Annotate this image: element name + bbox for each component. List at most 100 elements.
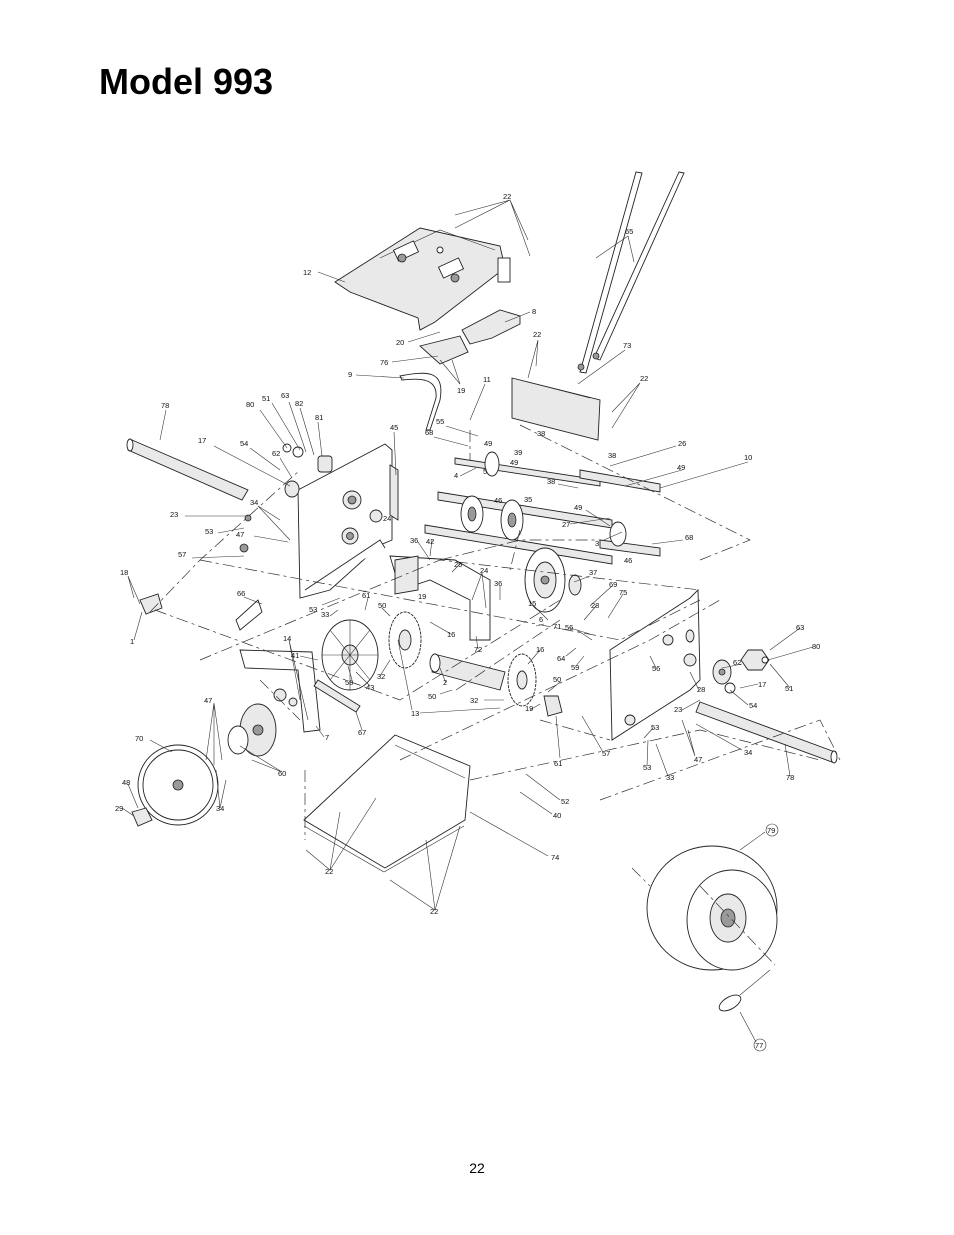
callout-c70: 70 [135, 734, 143, 743]
callout-c59: 59 [571, 663, 579, 672]
callout-c57b: 57 [602, 749, 610, 758]
callout-c38c: 38 [547, 477, 555, 486]
rim-70 [137, 744, 219, 826]
callout-c22e: 22 [430, 907, 438, 916]
rod-9 [399, 372, 442, 431]
callout-c49a: 49 [484, 439, 492, 448]
callout-c28a: 28 [591, 601, 599, 610]
washer-48 [131, 807, 153, 827]
assembly-guide-lines [149, 424, 841, 840]
handle-rods [577, 171, 685, 374]
callout-c62a: 62 [272, 449, 280, 458]
callout-c77: 77 [755, 1041, 763, 1050]
callout-c54a: 54 [240, 439, 248, 448]
callout-c53b: 53 [309, 605, 317, 614]
callout-c13: 13 [411, 709, 419, 718]
callout-c34a: 34 [250, 498, 258, 507]
callout-c14: 14 [283, 634, 291, 643]
callout-c80a: 80 [246, 400, 254, 409]
callout-c6: 6 [539, 615, 543, 624]
callout-c63b: 63 [796, 623, 804, 632]
callout-c63a: 63 [281, 391, 289, 400]
callout-c51a: 51 [262, 394, 270, 403]
callout-c17b: 17 [758, 680, 766, 689]
callout-c79: 79 [767, 826, 775, 835]
leader-lines [121, 199, 814, 1043]
shaft-2 [429, 653, 506, 691]
callout-c23a: 23 [170, 510, 178, 519]
callout-c22c: 22 [640, 374, 648, 383]
callout-c68b: 68 [685, 533, 693, 542]
callout-c76: 76 [380, 358, 388, 367]
callout-c61a: 61 [362, 591, 370, 600]
callout-c8: 8 [532, 307, 536, 316]
callout-c25: 25 [454, 560, 462, 569]
callout-c50c: 50 [553, 675, 561, 684]
callout-c57a: 57 [178, 550, 186, 559]
callout-c71: 71 [553, 622, 561, 631]
callout-c29: 29 [115, 804, 123, 813]
callout-c40: 40 [553, 811, 561, 820]
callout-c46a: 46 [494, 496, 502, 505]
shift-plate-73 [511, 377, 601, 441]
circled-callouts: 79 77 [753, 823, 779, 1052]
callout-c37: 37 [589, 568, 597, 577]
callout-c81: 81 [315, 413, 323, 422]
callout-c53c: 53 [651, 723, 659, 732]
lower-left-plate [239, 649, 321, 733]
callout-c4: 4 [454, 471, 458, 480]
callout-c9: 9 [348, 370, 352, 379]
callout-c75: 75 [619, 588, 627, 597]
callout-c61b: 61 [554, 759, 562, 768]
wheel-hub-60 [227, 703, 277, 757]
callout-c47c: 47 [204, 696, 212, 705]
page-title: Model 993 [99, 61, 274, 102]
callout-c73: 73 [623, 341, 631, 350]
right-frame-plate [609, 588, 701, 741]
gear-32-left [388, 611, 422, 669]
callout-c16a: 16 [447, 630, 455, 639]
callout-c17a: 17 [198, 436, 206, 445]
sprockets [460, 451, 627, 613]
callout-c22d: 22 [325, 867, 333, 876]
center-frame [389, 555, 491, 641]
chute-74 [303, 734, 471, 873]
callout-c27: 27 [562, 520, 570, 529]
callout-c34c: 34 [216, 804, 224, 813]
callout-c22a: 22 [503, 192, 511, 201]
callout-numbers: 22 65 12 8 20 22 73 76 9 19 11 22 78 80 … [115, 192, 820, 916]
callout-c68a: 68 [425, 428, 433, 437]
callout-c72: 72 [474, 645, 482, 654]
callout-c80b: 80 [812, 642, 820, 651]
wheel-79 [631, 845, 778, 971]
pin-77 [718, 969, 771, 1012]
callout-c15: 15 [528, 599, 536, 608]
left-small-parts [139, 443, 333, 631]
callout-c33b: 33 [666, 773, 674, 782]
callout-c53d: 53 [643, 763, 651, 772]
callout-c19a: 19 [457, 386, 465, 395]
callout-c49c: 49 [677, 463, 685, 472]
callout-c32a: 32 [377, 672, 385, 681]
bracket-20 [419, 335, 469, 365]
callout-c78a: 78 [161, 401, 169, 410]
gear-32-right [507, 653, 537, 707]
callout-c58: 58 [345, 678, 353, 687]
callout-c43: 43 [366, 683, 374, 692]
callout-c36b: 36 [494, 579, 502, 588]
callout-c11: 11 [483, 375, 491, 384]
callout-c5: 5 [483, 467, 487, 476]
callout-c3: 3 [595, 539, 599, 548]
callout-c35: 35 [524, 495, 532, 504]
axle-left [126, 438, 249, 501]
right-small-parts [712, 649, 770, 694]
callout-c65: 65 [625, 227, 633, 236]
callout-c54b: 54 [749, 701, 757, 710]
callout-c19b: 19 [418, 592, 426, 601]
callout-c10: 10 [744, 453, 752, 462]
callout-c26: 26 [678, 439, 686, 448]
callout-c34b: 34 [744, 748, 752, 757]
callout-c66: 66 [237, 589, 245, 598]
control-panel [334, 227, 511, 331]
callout-c39: 39 [514, 448, 522, 457]
